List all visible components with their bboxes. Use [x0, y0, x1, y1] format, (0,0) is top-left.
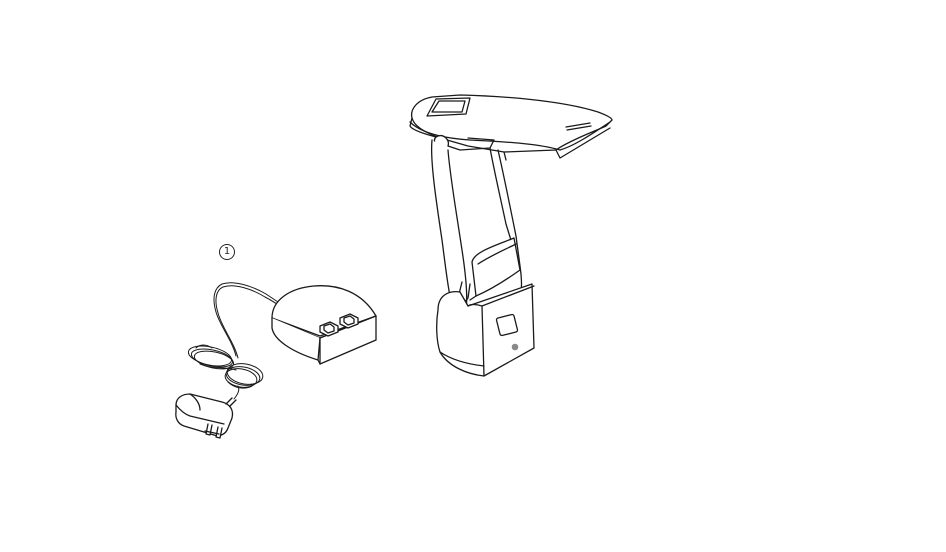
charging-base-unit: [271, 285, 377, 365]
coiled-cord: [187, 282, 285, 400]
callout-1-label: 1: [223, 246, 231, 257]
base-button-left: [319, 321, 339, 337]
folding-desk-lamp: [409, 94, 613, 377]
callout-1: 1: [219, 244, 235, 260]
wall-adapter-icon: [175, 393, 237, 439]
base-button-right: [339, 313, 359, 329]
